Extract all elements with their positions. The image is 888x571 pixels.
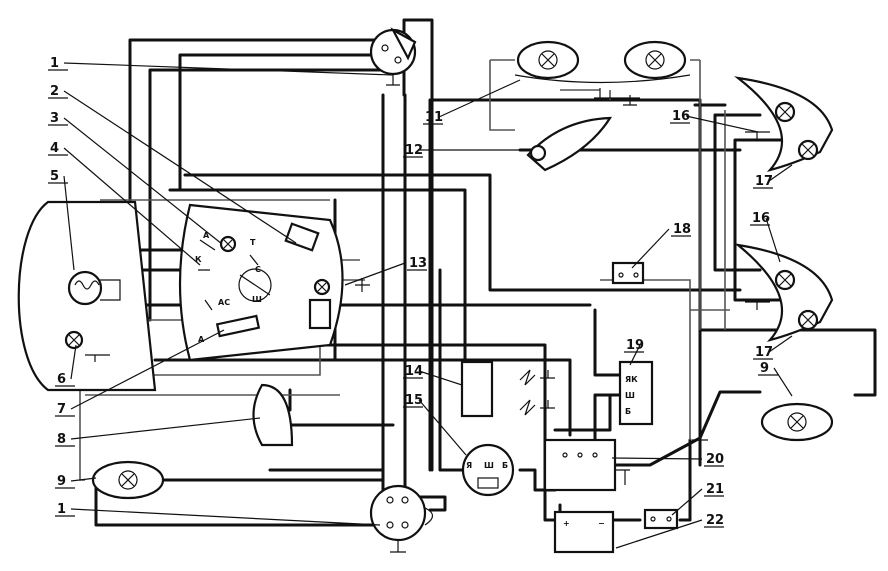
callout-number-24: 21 [706,482,724,497]
speedometer-lamp [284,222,320,252]
callout-leader-24 [671,488,703,516]
callout-number-22: 9 [760,361,769,376]
callout-leader-8 [70,417,261,440]
callout-number-15: 15 [405,393,423,408]
callout-number-21: 19 [626,338,644,353]
callout-leader-7 [70,329,225,410]
headlight [17,200,157,392]
callout-number-7: 7 [57,402,66,417]
callout-leader-18 [631,228,670,269]
callout-leader-3 [63,117,223,245]
callout-number-20: 17 [755,345,773,360]
callout-leader-25 [615,519,703,549]
callout-number-8: 8 [57,432,66,447]
ignition-switch-bottom [369,484,434,553]
svg-text:+: + [563,519,570,528]
horn [252,383,294,447]
callout-number-23: 20 [706,452,724,467]
callout-number-13: 13 [409,256,427,271]
instrument-cluster: А К Т С АС Ш А [178,203,344,362]
stop-switch [526,116,613,172]
svg-text:А: А [203,231,210,240]
svg-text:Б: Б [502,461,508,470]
side-lamp-right [760,402,834,442]
ignition-coil [460,360,555,418]
callout-number-18: 18 [673,222,691,237]
callout-number-10: 1 [57,502,66,517]
relay-regulator: ЯК Ш Б [618,360,654,426]
callout-leader-13 [344,262,406,286]
battery: + − [553,510,615,554]
svg-text:ЯК: ЯК [625,375,638,384]
callout-leader-20 [768,335,793,353]
turn-indicators-upper [734,76,834,172]
svg-text:Я: Я [466,461,472,470]
callout-number-9: 9 [57,474,66,489]
callout-leader-4 [63,147,201,266]
callout-number-2: 2 [50,84,59,99]
callout-number-17: 17 [755,174,773,189]
callout-number-12: 12 [405,143,423,158]
callout-leader-14 [418,370,463,386]
svg-text:Ш: Ш [484,461,494,470]
callout-number-25: 22 [706,513,724,528]
callout-leader-23 [611,457,703,460]
turn-indicators-lower [734,243,834,342]
callout-number-11: 11 [425,110,443,125]
svg-text:Т: Т [250,238,256,247]
callout-leader-5 [63,175,75,271]
side-lamp-left [91,460,165,500]
fuse [643,508,679,530]
callout-number-3: 3 [50,111,59,126]
callout-leader-21 [629,344,641,366]
svg-text:Б: Б [625,407,631,416]
callout-leader-6 [70,344,77,380]
brake-switch [611,261,645,285]
svg-text:Ш: Ш [252,295,262,304]
rectifier-block [543,438,630,492]
callout-number-19: 16 [752,211,770,226]
svg-text:Ш: Ш [625,391,635,400]
callout-leader-16 [685,115,759,133]
callout-number-6: 6 [57,372,66,387]
callout-leader-9 [70,477,97,482]
callout-leader-11 [438,79,521,118]
svg-text:К: К [195,255,202,264]
callout-number-4: 4 [50,141,59,156]
callout-leader-10 [70,508,381,526]
callout-leader-15 [418,399,467,456]
svg-text:−: − [598,519,605,528]
ground-symbols [355,95,708,441]
callout-number-16: 16 [672,109,690,124]
ignition-switch-top [369,27,417,86]
svg-text:С: С [255,265,261,274]
callout-leader-1 [63,62,394,76]
callout-leader-22 [773,367,793,397]
callout-number-14: 14 [405,364,423,379]
callout-number-5: 5 [50,169,59,184]
generator: Я Ш Б [461,443,515,497]
callout-leader-17 [768,164,793,182]
callout-number-1: 1 [50,56,59,71]
callout-leader-2 [63,90,297,244]
svg-text:А: А [198,335,205,344]
rear-lamps [514,40,691,99]
svg-text:АС: АС [218,298,230,307]
